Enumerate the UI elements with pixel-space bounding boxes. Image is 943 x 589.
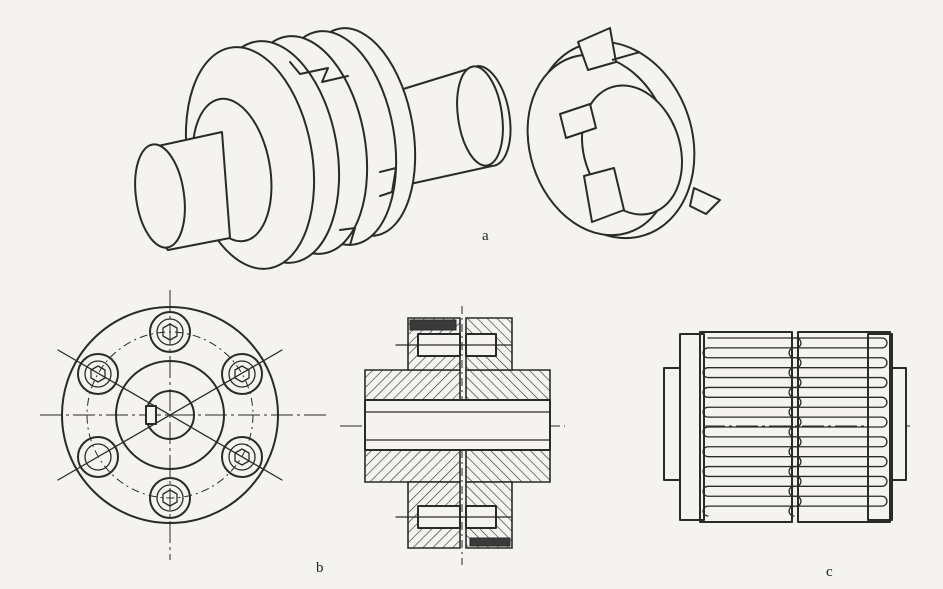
jaw-ring-element <box>526 27 721 240</box>
bolt-hole <box>77 436 119 478</box>
spring-coupling <box>663 331 910 523</box>
bolt-hole <box>221 353 263 395</box>
bolt-hole <box>149 477 191 519</box>
label-b: b <box>316 560 324 576</box>
pin-coupling-section-view <box>340 306 565 565</box>
bolt-hole <box>77 353 119 395</box>
jaw-coupling-assembly <box>134 27 512 270</box>
label-c: c <box>826 564 833 580</box>
bolt-hole <box>149 311 191 353</box>
spring-grid-left <box>702 337 802 517</box>
label-a: a <box>482 228 489 244</box>
pin-coupling-front-view <box>40 290 330 560</box>
spring-grid-right <box>788 337 888 517</box>
bolt-hole <box>221 436 263 478</box>
